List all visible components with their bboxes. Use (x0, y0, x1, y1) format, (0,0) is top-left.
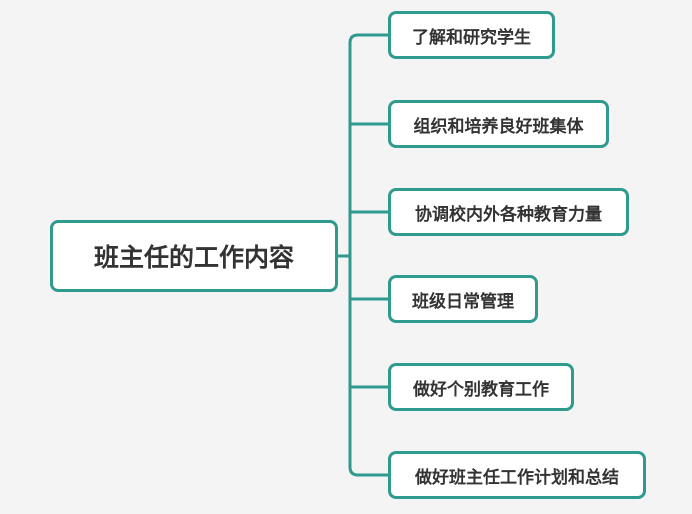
child-label: 做好班主任工作计划和总结 (415, 467, 619, 488)
child-label: 了解和研究学生 (412, 27, 531, 48)
child-node: 组织和培养良好班集体 (388, 100, 609, 148)
child-node: 班级日常管理 (388, 275, 538, 323)
child-node: 了解和研究学生 (388, 11, 555, 59)
child-label: 班级日常管理 (412, 291, 514, 312)
child-node: 做好个别教育工作 (388, 363, 574, 411)
child-label: 组织和培养良好班集体 (413, 116, 584, 137)
root-label: 班主任的工作内容 (93, 243, 294, 272)
child-node: 做好班主任工作计划和总结 (388, 451, 646, 499)
spine-line (348, 33, 388, 477)
child-label: 做好个别教育工作 (413, 379, 549, 400)
child-node: 协调校内外各种教育力量 (388, 188, 629, 236)
root-node: 班主任的工作内容 (50, 220, 338, 292)
child-label: 协调校内外各种教育力量 (415, 204, 602, 225)
